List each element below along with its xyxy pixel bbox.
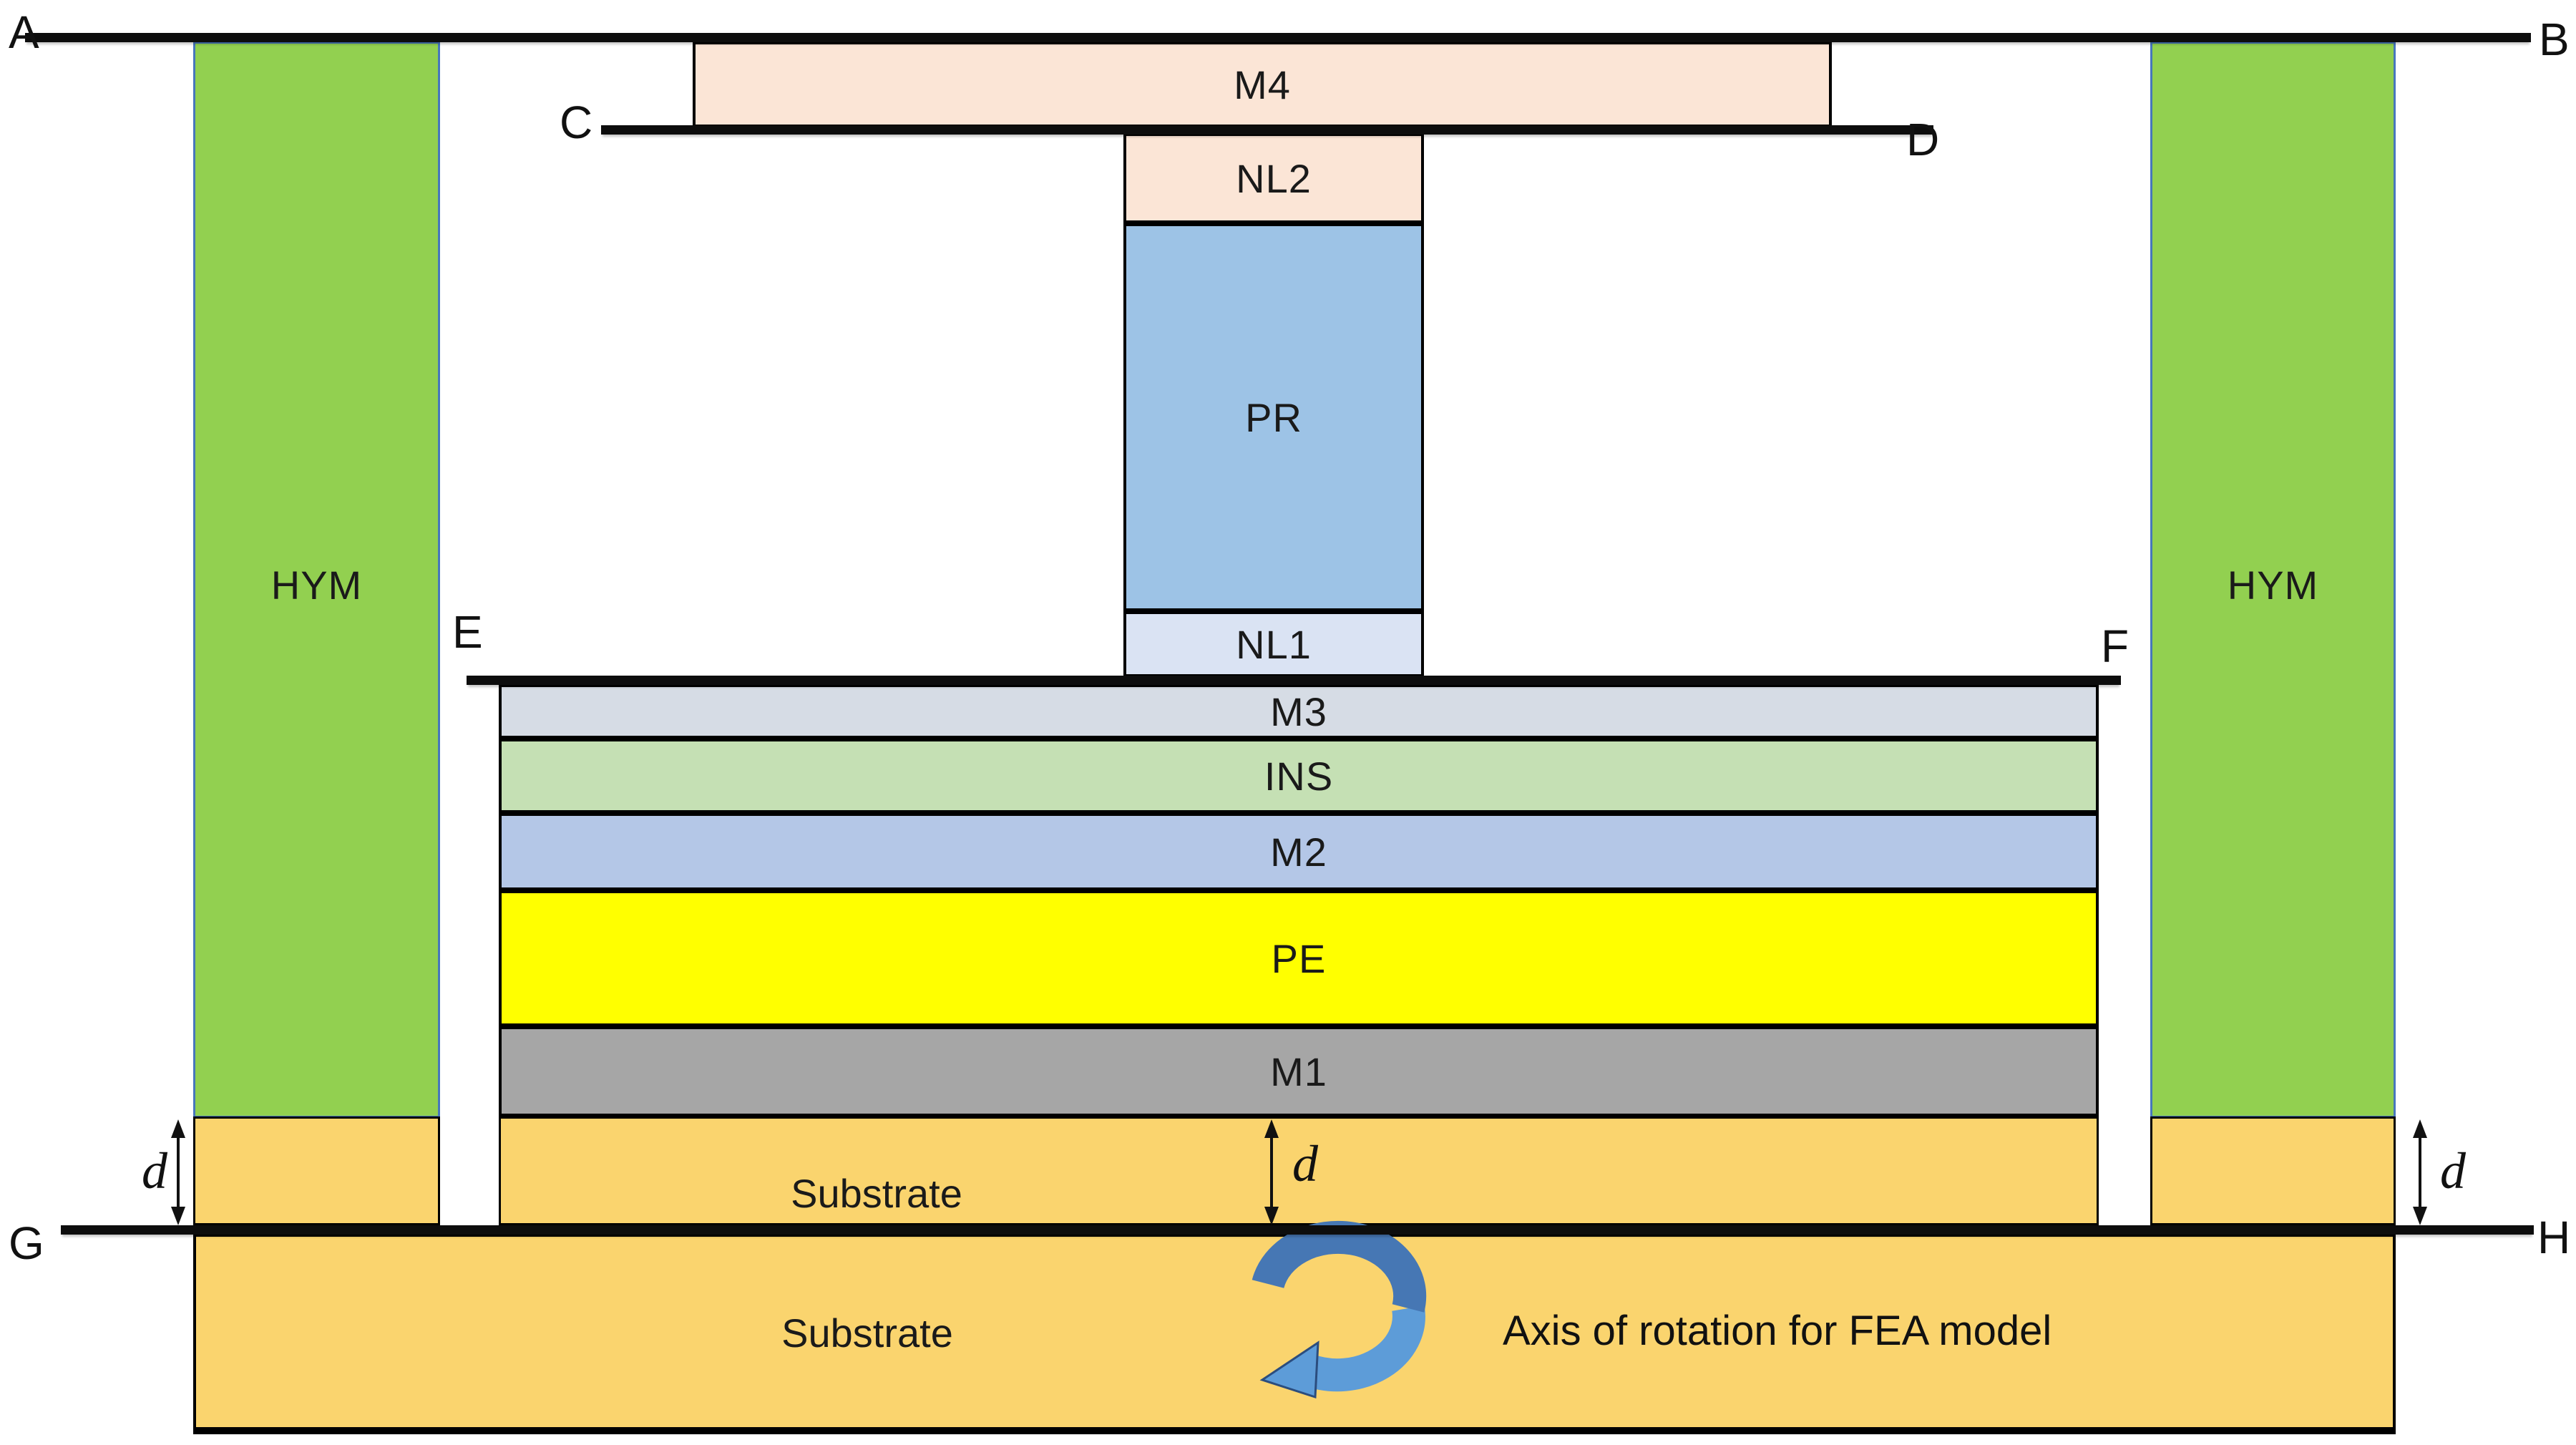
- layer-m1-label: M1: [1270, 1049, 1327, 1094]
- point-label-g: G: [9, 1217, 44, 1269]
- layer-pe-label: PE: [1271, 935, 1327, 981]
- layer-pe: PE: [499, 890, 2099, 1026]
- section-line-cd: [601, 125, 1933, 135]
- layer-ins-label: INS: [1264, 753, 1334, 799]
- substrate-bottom-label: Substrate: [781, 1310, 953, 1356]
- gap-label-center: d: [1292, 1135, 1318, 1192]
- substrate-shelf-right: [2150, 1116, 2396, 1225]
- point-label-d: D: [1906, 114, 1940, 165]
- gap-arrow-right: [2413, 1119, 2427, 1225]
- gap-label-right: d: [2440, 1142, 2466, 1200]
- substrate-shelf-left: [193, 1116, 440, 1225]
- hym-left-label: HYM: [270, 563, 363, 608]
- hym-pillar-right: HYM: [2150, 42, 2396, 1118]
- point-label-c: C: [560, 97, 593, 148]
- rotation-arrow-upper-band: [1252, 1220, 1427, 1313]
- point-label-h: H: [2537, 1212, 2571, 1263]
- layer-nl2-label: NL2: [1236, 155, 1312, 201]
- gap-arrow-left: [171, 1119, 185, 1225]
- point-label-f: F: [2101, 621, 2129, 672]
- layer-m3-label: M3: [1270, 689, 1327, 734]
- layer-m1: M1: [499, 1026, 2099, 1116]
- layer-m4: M4: [693, 42, 1832, 127]
- hym-right-label: HYM: [2227, 563, 2319, 608]
- layer-pr-label: PR: [1245, 394, 1302, 440]
- rotation-arrow-head: [1259, 1341, 1319, 1399]
- point-label-e: E: [452, 606, 483, 658]
- layer-ins: INS: [499, 739, 2099, 813]
- rotation-axis-arrow-icon: [1252, 1220, 1427, 1399]
- layer-m4-label: M4: [1234, 62, 1291, 107]
- gap-arrow-center: [1264, 1119, 1279, 1225]
- substrate-shelf-label: Substrate: [791, 1171, 962, 1216]
- section-line-ef: [467, 676, 2121, 685]
- section-line-ab: [25, 33, 2531, 42]
- point-label-a: A: [9, 6, 39, 58]
- layer-nl2: NL2: [1123, 133, 1424, 223]
- layer-nl1-label: NL1: [1236, 621, 1312, 667]
- substrate-shelf-center: Substrate: [499, 1116, 2099, 1225]
- layer-nl1: NL1: [1123, 611, 1424, 677]
- layer-pr: PR: [1123, 223, 1424, 611]
- rotation-arrow-lower-band: [1302, 1305, 1425, 1392]
- section-line-gh: [61, 1225, 2534, 1235]
- layer-m3: M3: [499, 684, 2099, 739]
- layer-m2: M2: [499, 813, 2099, 890]
- hym-pillar-left: HYM: [193, 42, 440, 1118]
- point-label-b: B: [2539, 14, 2570, 65]
- gap-label-left: d: [142, 1142, 167, 1200]
- layer-m2-label: M2: [1270, 829, 1327, 875]
- axis-of-rotation-note: Axis of rotation for FEA model: [1503, 1308, 2052, 1354]
